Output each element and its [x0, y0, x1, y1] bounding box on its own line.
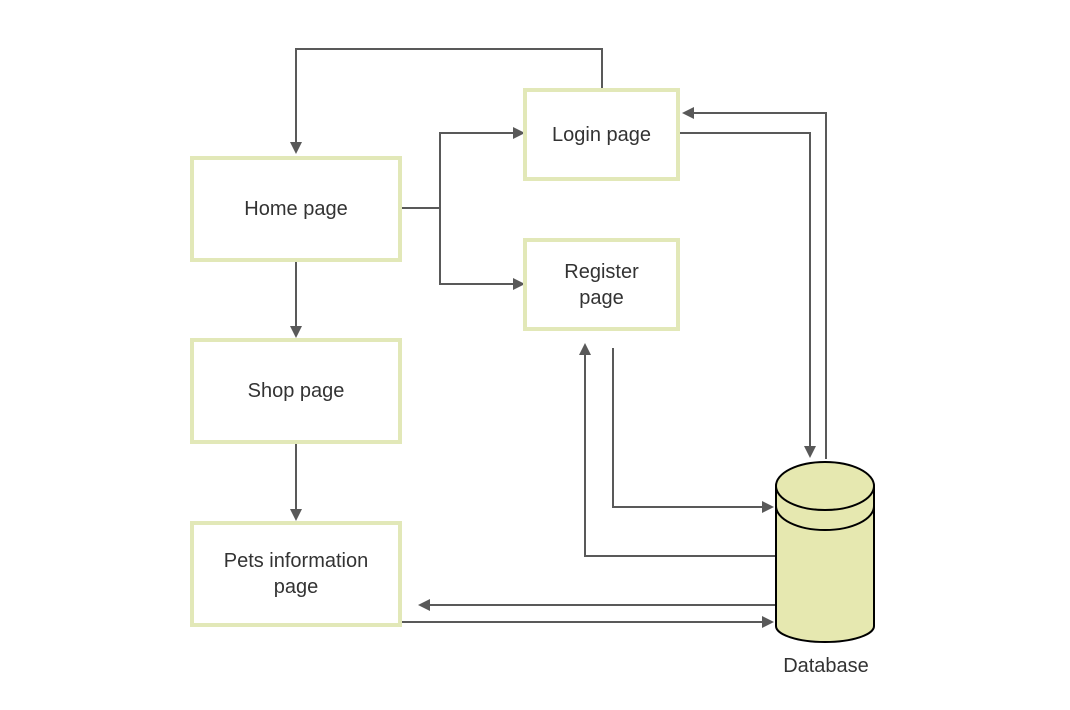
- pets-information-page-node: Pets information page: [190, 521, 402, 627]
- arrow-home-to-login: [402, 127, 525, 209]
- register-page-label: Register page: [564, 260, 639, 309]
- database-cylinder: [775, 461, 875, 643]
- arrow-home-to-register: [439, 208, 525, 290]
- arrow-database-to-register: [579, 343, 776, 557]
- login-page-node: Login page: [523, 88, 680, 181]
- arrow-login-to-database: [680, 132, 816, 458]
- register-page-node: Register page: [523, 238, 680, 331]
- pets-information-page-label: Pets information page: [223, 550, 369, 598]
- arrow-database-to-login: [682, 107, 827, 459]
- home-page-node: Home page: [190, 156, 402, 262]
- home-page-label: Home page: [244, 198, 348, 220]
- database-label: Database: [783, 655, 869, 677]
- arrow-register-to-database: [612, 348, 774, 513]
- shop-page-label: Shop page: [247, 380, 345, 402]
- shop-page-node: Shop page: [190, 338, 402, 444]
- login-page-label: Login page: [552, 123, 651, 146]
- arrow-login-to-home: [290, 48, 603, 154]
